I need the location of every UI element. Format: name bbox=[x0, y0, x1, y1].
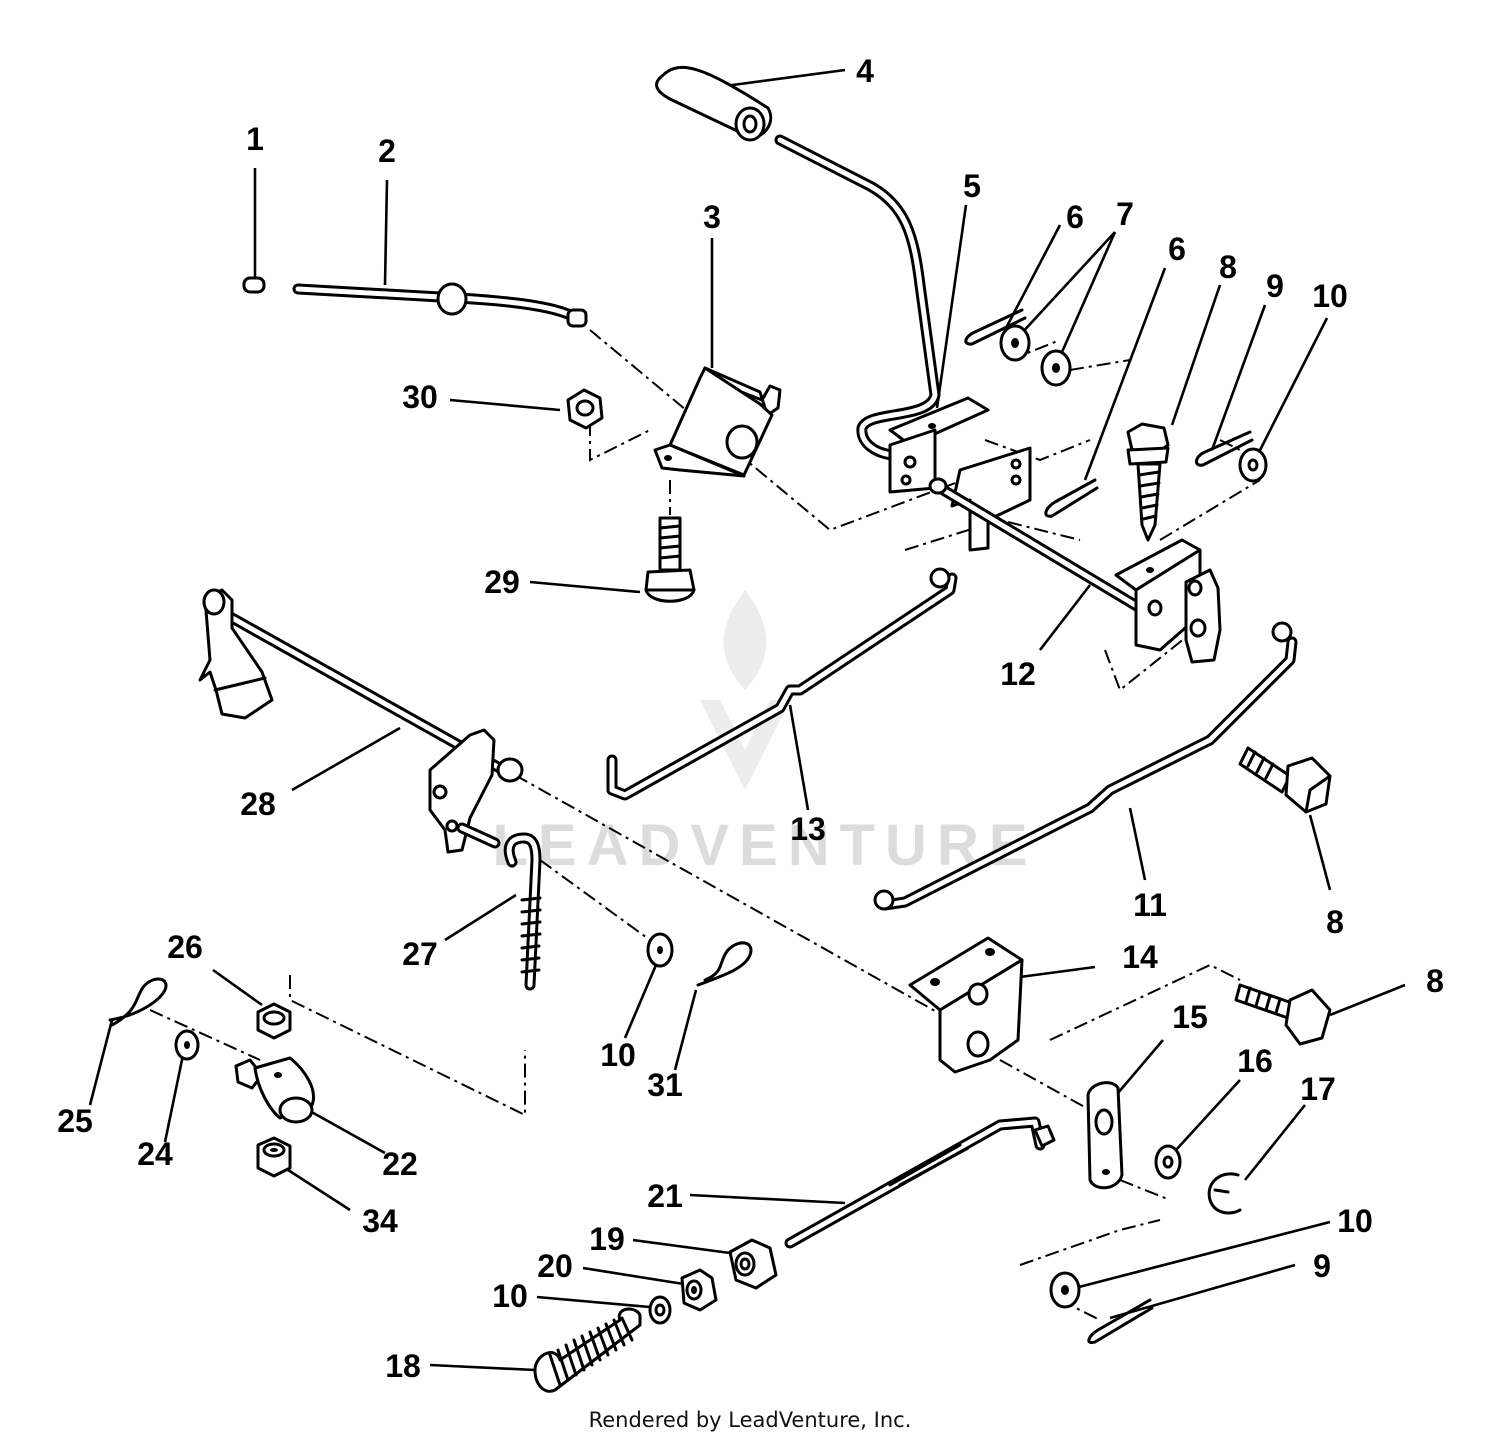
callout-label: 21 bbox=[647, 1178, 683, 1214]
part-lever-rod bbox=[774, 134, 941, 461]
callout-label: 8 bbox=[1426, 963, 1444, 999]
callout-label: 8 bbox=[1219, 249, 1237, 285]
callout-label: 11 bbox=[1133, 887, 1167, 923]
callout-label: 12 bbox=[1000, 656, 1036, 692]
part-26-nut bbox=[256, 1002, 292, 1040]
part-21-adjusting-rod bbox=[784, 1116, 1056, 1249]
part-6-cotter-pin-mid bbox=[1044, 478, 1099, 518]
watermark-text: LEADVENTURE bbox=[492, 813, 1037, 878]
part-28-cross-shaft bbox=[198, 588, 524, 854]
part-7-washers bbox=[999, 324, 1072, 387]
part-22-trunnion bbox=[234, 1056, 315, 1124]
part-13-link-rod bbox=[606, 567, 958, 801]
callout-label: 8 bbox=[1326, 904, 1344, 940]
callout-label: 2 bbox=[378, 133, 396, 169]
callout-label: 27 bbox=[402, 936, 438, 972]
part-24-washer bbox=[174, 1029, 200, 1061]
part-10-washer-upper bbox=[1238, 447, 1268, 483]
callout-label: 13 bbox=[790, 811, 826, 847]
callout-label: 14 bbox=[1122, 939, 1158, 975]
callout-label: 9 bbox=[1313, 1248, 1331, 1284]
callout-label: 1 bbox=[246, 121, 264, 157]
part-12-cross-shaft bbox=[928, 477, 1222, 664]
part-29-bolt bbox=[644, 516, 696, 603]
callout-label: 31 bbox=[647, 1067, 683, 1103]
part-4-handle-grip bbox=[655, 65, 773, 142]
callout-label: 20 bbox=[537, 1248, 573, 1284]
part-8-bolt-mid bbox=[1238, 746, 1332, 814]
part-8-bolt-lower bbox=[1234, 983, 1332, 1046]
part-10-washer-lower-right bbox=[1049, 1271, 1081, 1309]
callout-label: 26 bbox=[167, 929, 203, 965]
part-1-cap bbox=[242, 276, 266, 294]
callout-label: 28 bbox=[240, 786, 276, 822]
callout-labels: 1 2 3 4 5 6 7 6 8 9 10 30 29 12 13 28 11… bbox=[57, 53, 1444, 1384]
part-14-bracket bbox=[908, 936, 1024, 1074]
callout-label: 15 bbox=[1172, 999, 1208, 1035]
callout-label: 22 bbox=[382, 1146, 418, 1182]
part-3-bracket bbox=[653, 366, 782, 478]
callout-label: 34 bbox=[362, 1203, 398, 1239]
part-8-bolt-vertical bbox=[1126, 422, 1170, 542]
callout-label: 5 bbox=[963, 168, 981, 204]
part-9-cotter-pin-lower bbox=[1087, 1298, 1154, 1345]
callout-label: 6 bbox=[1066, 199, 1084, 235]
callout-label: 4 bbox=[856, 53, 874, 89]
callout-label: 29 bbox=[484, 564, 520, 600]
callout-label: 10 bbox=[1312, 278, 1348, 314]
part-10-washer-spring bbox=[648, 1295, 672, 1325]
callout-label: 19 bbox=[589, 1221, 625, 1257]
callout-label: 30 bbox=[402, 379, 438, 415]
part-20-nut bbox=[680, 1268, 718, 1312]
watermark: LEADVENTURE bbox=[492, 590, 1037, 878]
callout-label: 17 bbox=[1300, 1071, 1336, 1107]
callout-label: 16 bbox=[1237, 1043, 1273, 1079]
callout-label: 6 bbox=[1168, 231, 1186, 267]
part-11-link-rod bbox=[873, 621, 1298, 911]
part-19-nut bbox=[728, 1238, 778, 1290]
part-17-e-clip bbox=[1207, 1172, 1242, 1215]
footer-credit: Rendered by LeadVenture, Inc. bbox=[588, 1408, 912, 1432]
part-30-hex-nut bbox=[566, 388, 604, 430]
callout-label: 9 bbox=[1266, 268, 1284, 304]
callout-label: 3 bbox=[703, 199, 721, 235]
part-10-washer-mid bbox=[646, 932, 674, 968]
callout-label: 25 bbox=[57, 1103, 93, 1139]
callout-label: 10 bbox=[1337, 1203, 1373, 1239]
part-31-hair-pin bbox=[696, 941, 753, 987]
part-2-cable-rod bbox=[292, 282, 588, 328]
callout-label: 24 bbox=[137, 1136, 173, 1172]
part-25-hair-pin bbox=[108, 977, 168, 1027]
part-27-j-bolt bbox=[503, 832, 542, 991]
callout-label: 10 bbox=[600, 1037, 636, 1073]
part-16-washer bbox=[1154, 1144, 1182, 1180]
callout-label: 18 bbox=[385, 1348, 421, 1384]
callout-label: 7 bbox=[1116, 196, 1134, 232]
part-15-link-plate bbox=[1086, 1081, 1124, 1190]
part-34-lock-nut bbox=[256, 1136, 292, 1178]
callout-label: 10 bbox=[492, 1278, 528, 1314]
part-9-cotter-pin-upper bbox=[1195, 430, 1254, 467]
part-18-spring bbox=[533, 1307, 642, 1393]
part-6-cotter-pin-upper bbox=[964, 308, 1027, 346]
